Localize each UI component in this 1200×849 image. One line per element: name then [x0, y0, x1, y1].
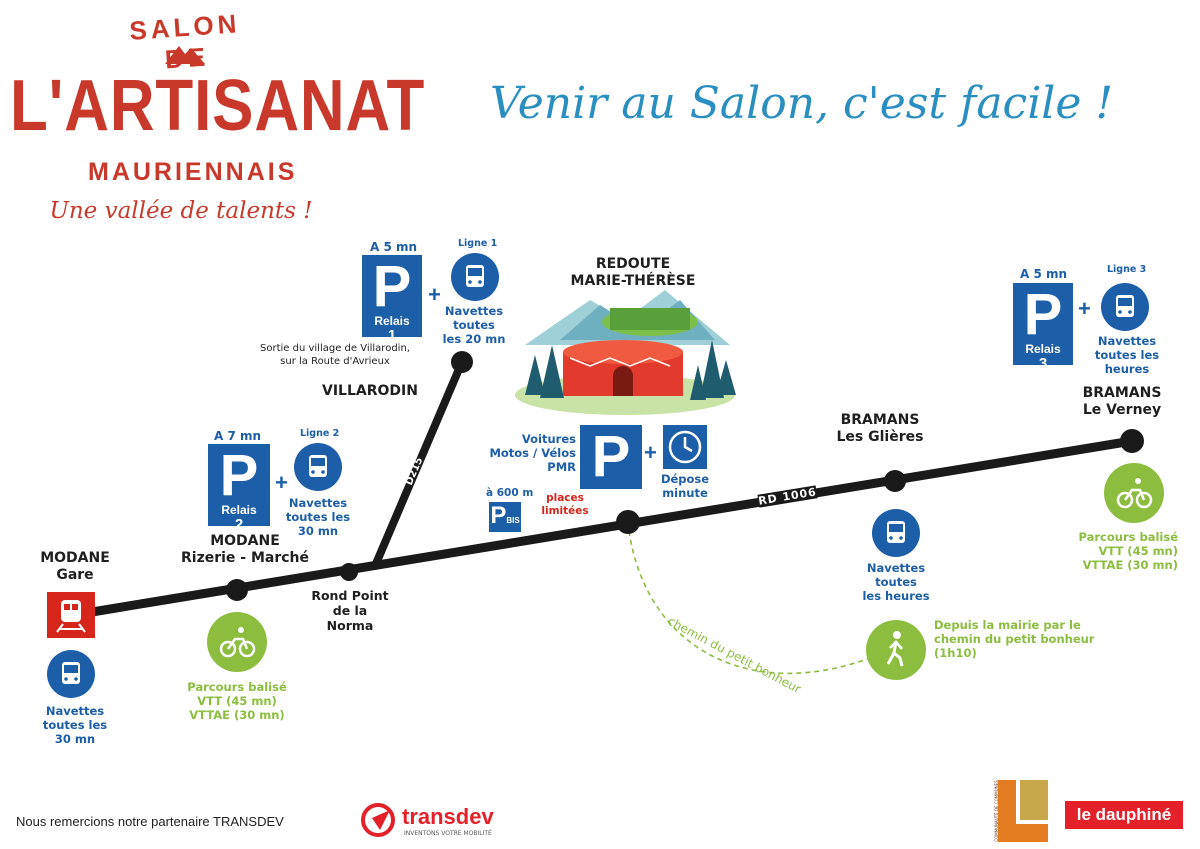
parking-relais-1: P Relais 1: [362, 255, 422, 343]
stop-dot-glieres: [884, 470, 906, 492]
stop-dot-rond-point: [340, 563, 358, 581]
stop-dot-redoute: [616, 510, 640, 534]
line1-label: Ligne 1: [458, 238, 498, 249]
stop-dot-villarodin: [451, 351, 473, 373]
bis-distance: à 600 m: [486, 487, 534, 499]
trail-path: [627, 521, 871, 675]
bus-icon: [47, 650, 95, 698]
bus-icon: [451, 253, 499, 301]
plus-sign: +: [428, 282, 441, 307]
plus-sign: +: [275, 470, 288, 495]
plus-sign: +: [1078, 296, 1091, 321]
mountain-icon: [165, 46, 205, 64]
main-road: [87, 436, 1137, 617]
bike-icon: [207, 612, 267, 672]
stop-dot-rizerie: [226, 579, 248, 601]
relais1-distance: A 5 mn: [370, 240, 418, 254]
parking-main: P: [580, 425, 642, 489]
page-title: Venir au Salon, c'est facile !: [490, 78, 1114, 129]
bus-icon: [1101, 283, 1149, 331]
walk-icon: [866, 620, 926, 680]
cc-logo: COMMUNAUTÉ DE COMMUNES HAUTE MAURIENNE V…: [992, 780, 1054, 842]
transdev-tagline: INVENTONS VOTRE MOBILITÉ: [404, 830, 492, 837]
train-icon: [47, 592, 95, 638]
transdev-logo: transdev INVENTONS VOTRE MOBILITÉ: [360, 800, 510, 840]
partner-thanks: Nous remercions notre partenaire TRANSDE…: [16, 814, 284, 829]
bus-icon: [872, 509, 920, 557]
stop-villarodin: VILLARODIN: [322, 383, 418, 399]
branch-road: [371, 358, 466, 570]
logo-sub: MAURIENNAIS: [88, 158, 298, 186]
logo-tagline: Une vallée de talents !: [49, 198, 313, 224]
line2-label: Ligne 2: [300, 428, 340, 439]
parking-relais-3: P Relais 3: [1013, 283, 1073, 371]
relais2-distance: A 7 mn: [214, 429, 262, 443]
villarodin-desc: Sortie du village de Villarodin,sur la R…: [260, 343, 410, 367]
transdev-swoosh-icon: [361, 803, 395, 837]
clock-icon: [663, 425, 707, 469]
dauphine-logo: le dauphiné: [1065, 801, 1183, 829]
parking-bis: PBIS: [489, 502, 521, 532]
line3-label: Ligne 3: [1107, 264, 1147, 275]
redoute-illustration: [515, 290, 736, 415]
plus-sign: +: [644, 440, 657, 465]
bus-icon: [294, 443, 342, 491]
relais3-distance: A 5 mn: [1020, 267, 1068, 281]
parking-relais-2: P Relais 2: [208, 444, 270, 532]
bike-icon: [1104, 463, 1164, 523]
stop-dot-verney: [1120, 429, 1144, 453]
transdev-name: transdev: [402, 804, 494, 829]
